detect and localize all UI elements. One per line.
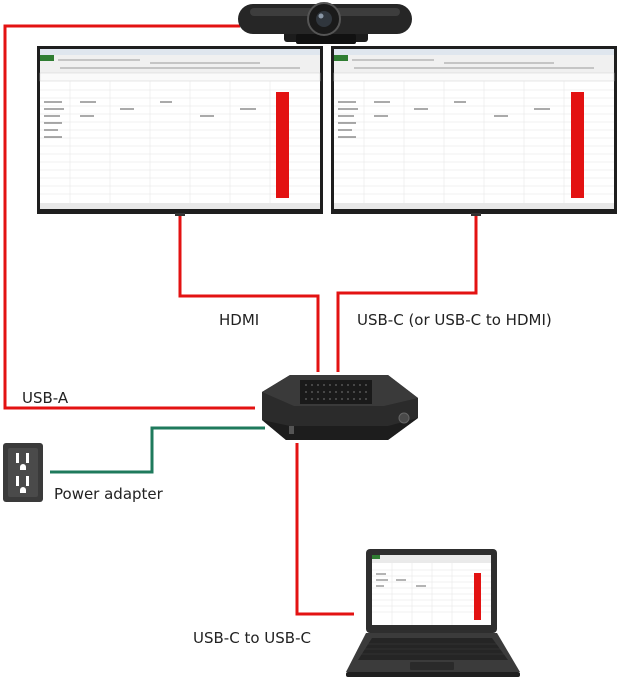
monitor-left-icon	[37, 46, 323, 216]
hdmi-label: HDMI	[219, 311, 260, 329]
conference-camera-icon	[238, 2, 412, 44]
usb-c-laptop-label: USB-C to USB-C	[193, 629, 311, 647]
usb-c-monitor-cable	[336, 214, 478, 372]
room-hub-icon	[262, 375, 418, 440]
cables	[3, 24, 478, 616]
hdmi-cable	[178, 214, 320, 372]
monitor-right-icon	[331, 46, 617, 216]
usb-c-monitor-label: USB-C (or USB-C to HDMI)	[357, 311, 552, 329]
laptop-icon	[346, 549, 520, 677]
power-adapter-label: Power adapter	[54, 485, 163, 503]
usb-a-label: USB-A	[22, 389, 69, 407]
power-cable	[50, 426, 265, 474]
usb-a-cable	[3, 24, 255, 410]
power-outlet-icon	[3, 443, 43, 502]
usb-c-laptop-cable	[295, 443, 354, 616]
